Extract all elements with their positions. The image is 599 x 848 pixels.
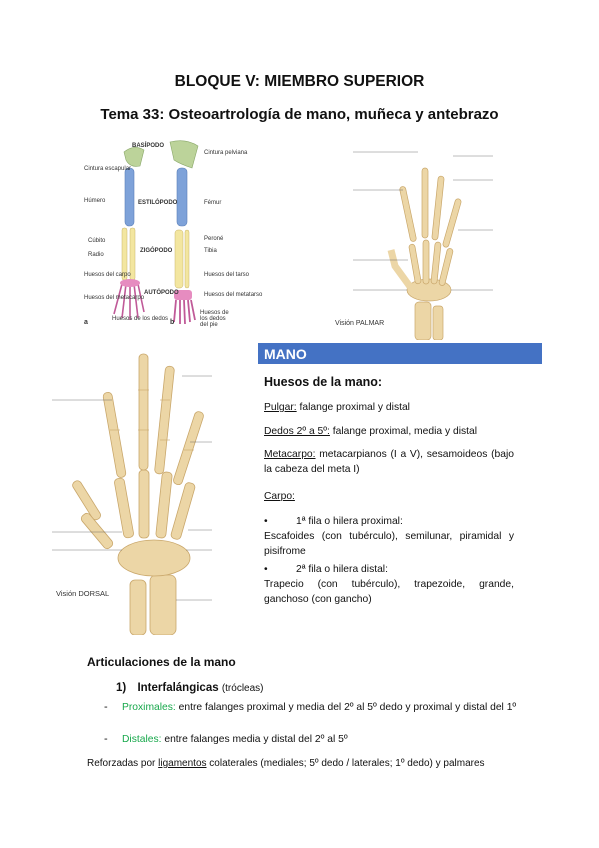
item-title: Interfalángicas <box>137 682 219 694</box>
label-tarso: Huesos del tarso <box>204 272 250 278</box>
label-cubito: Cúbito <box>88 238 106 244</box>
main-title: BLOQUE V: MIEMBRO SUPERIOR <box>174 73 425 90</box>
item-number: 1) <box>116 682 127 694</box>
pulgar-label: Pulgar: <box>264 402 297 413</box>
fila2-text: Trapecio (con tubérculo), trapezoide, gr… <box>264 579 514 605</box>
label-tibia: Tibia <box>204 248 217 254</box>
palmar-caption: Visión PALMAR <box>335 320 385 327</box>
bullet-fila2: • <box>264 564 268 575</box>
label-cintura-escapular: Cintura escapular <box>84 166 132 172</box>
label-humero: Húmero <box>84 198 106 204</box>
joints-heading: Articulaciones de la mano <box>87 655 236 669</box>
metacarpo-paragraph: Metacarpo: metacarpianos (I a V), sesamo… <box>264 447 514 477</box>
limb-comparison-illustration <box>113 140 199 325</box>
carpo-label: Carpo: <box>264 489 295 504</box>
fila1-title: 1ª fila o hilera proximal: <box>296 516 403 527</box>
dedos-line: Dedos 2º a 5º: falange proximal, media y… <box>264 424 477 439</box>
label-cintura-pelviana: Cintura pelviana <box>204 150 248 156</box>
proximales-label: Proximales: <box>122 702 176 713</box>
reforzadas-pre: Reforzadas por <box>87 758 159 769</box>
dorsal-hand-illustration <box>52 353 212 635</box>
distales-text: entre falanges media y distal del 2º al … <box>161 734 348 745</box>
caption-a: a <box>84 319 88 326</box>
distales-paragraph: Distales: entre falanges media y distal … <box>122 732 348 747</box>
bullet-fila1: • <box>264 516 268 527</box>
label-zeugopodo: ZIGÓPODO <box>140 248 173 254</box>
pulgar-text: falange proximal y distal <box>296 402 410 413</box>
section-banner-mano: MANO <box>258 343 542 364</box>
distales-label: Distales: <box>122 734 162 745</box>
fila2-title: 2ª fila o hilera distal: <box>296 564 388 575</box>
dash-distales: - <box>104 733 108 745</box>
dedos-text: falange proximal, media y distal <box>329 426 478 437</box>
metacarpo-label: Metacarpo: <box>264 449 316 460</box>
palmar-hand-figure: Visión PALMAR <box>333 140 516 340</box>
label-radio: Radio <box>88 252 104 258</box>
metacarpo-text: metacarpianos (I a V), sesamoideos (bajo… <box>264 449 514 475</box>
pulgar-line: Pulgar: falange proximal y distal <box>264 400 410 415</box>
label-autopodo: AUTÓPODO <box>144 290 179 296</box>
proximales-text: entre falanges proximal y media del 2º a… <box>175 702 517 713</box>
label-carpo: Huesos del carpo <box>84 272 131 278</box>
label-dedos: Huesos de los dedos <box>112 316 169 322</box>
fila1-text: Escafoides (con tubérculo), semilunar, p… <box>264 531 514 557</box>
interfalangicas-item: 1) Interfalángicas (trócleas) <box>116 682 264 694</box>
reforzadas-link: ligamentos <box>158 758 207 769</box>
proximales-paragraph: Proximales: entre falanges proximal y me… <box>122 700 518 715</box>
carpo-label-text: Carpo: <box>264 491 295 502</box>
palmar-hand-illustration <box>353 151 493 340</box>
label-femur: Fémur <box>204 200 222 206</box>
topic-title: Tema 33: Osteoartrología de mano, muñeca… <box>100 106 499 123</box>
caption-b: b <box>170 319 175 326</box>
bones-heading: Huesos de la mano: <box>264 375 383 389</box>
reforzadas-paragraph: Reforzadas por ligamentos colaterales (m… <box>87 756 485 771</box>
label-dedos-pie: Huesos de los dedos del pie <box>200 310 229 328</box>
label-metacarpo: Huesos del metacarpo <box>84 295 145 301</box>
item-note: (trócleas) <box>221 683 264 694</box>
label-estilopodo: ESTILÓPODO <box>138 200 178 206</box>
label-perone: Peroné <box>204 236 224 242</box>
dedos-label: Dedos 2º a 5º: <box>264 426 330 437</box>
dorsal-caption: Visión DORSAL <box>56 589 110 598</box>
limb-comparison-figure: BASÍPODO Cintura escapular Cintura pelvi… <box>82 138 262 328</box>
reforzadas-post: colaterales (mediales; 5º dedo / lateral… <box>206 758 485 769</box>
label-metatarso: Huesos del metatarso <box>204 292 263 298</box>
label-basipodo: BASÍPODO <box>132 143 165 149</box>
dash-proximales: - <box>104 701 108 713</box>
dorsal-hand-figure: Visión DORSAL <box>52 350 242 635</box>
